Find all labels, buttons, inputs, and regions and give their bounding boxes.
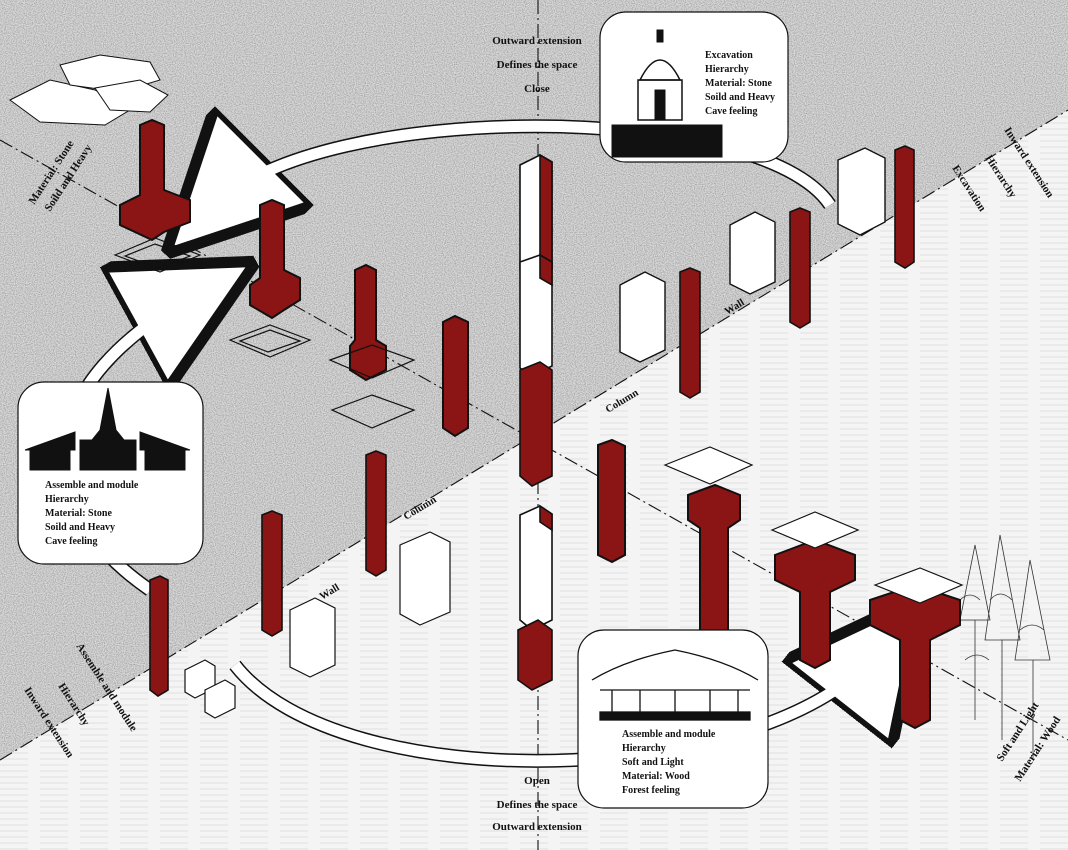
center-bottom-labels: Open Defines the space Outward extension [492,775,582,833]
stones-illustration [9,54,169,126]
center-top-label-2: Defines the space [497,59,578,71]
info-box-stone-temple: Assemble and module Hierarchy Material: … [17,381,204,565]
wood-hall-line-2: Hierarchy [622,743,666,754]
wood-hall-line-1: Assemble and module [622,729,716,740]
pagoda-temple-silhouette-icon [24,387,191,471]
stone-temple-line-4: Soild and Heavy [45,522,115,533]
domed-temple-section-icon [611,29,723,158]
trees-illustration [959,534,1051,760]
center-top-label-3: Close [524,83,550,95]
stone-dome-line-5: Cave feeling [705,106,758,117]
stone-temple-line-2: Hierarchy [45,494,89,505]
info-box-wood-hall: Assemble and module Hierarchy Soft and L… [577,629,769,809]
wood-hall-line-3: Soft and Light [622,757,684,768]
center-bottom-label-3: Outward extension [492,821,582,833]
stone-temple-line-1: Assemble and module [45,480,139,491]
center-top-label-1: Outward extension [492,35,582,47]
center-bottom-label-2: Defines the space [497,799,578,811]
architectural-elements [113,118,964,730]
stone-dome-line-4: Soild and Heavy [705,92,775,103]
stone-temple-line-3: Material: Stone [45,508,112,519]
stone-dome-line-1: Excavation [705,50,753,61]
center-top-labels: Outward extension Defines the space Clos… [492,35,582,95]
timber-hall-section-icon [591,649,759,721]
stone-dome-line-2: Hierarchy [705,64,749,75]
wood-hall-line-5: Forest feeling [622,785,680,796]
center-bottom-label-1: Open [524,775,550,787]
wood-hall-line-4: Material: Wood [622,771,690,782]
info-box-stone-dome: Excavation Hierarchy Material: Stone Soi… [599,11,789,163]
stone-temple-line-5: Cave feeling [45,536,98,547]
stone-dome-line-3: Material: Stone [705,78,772,89]
